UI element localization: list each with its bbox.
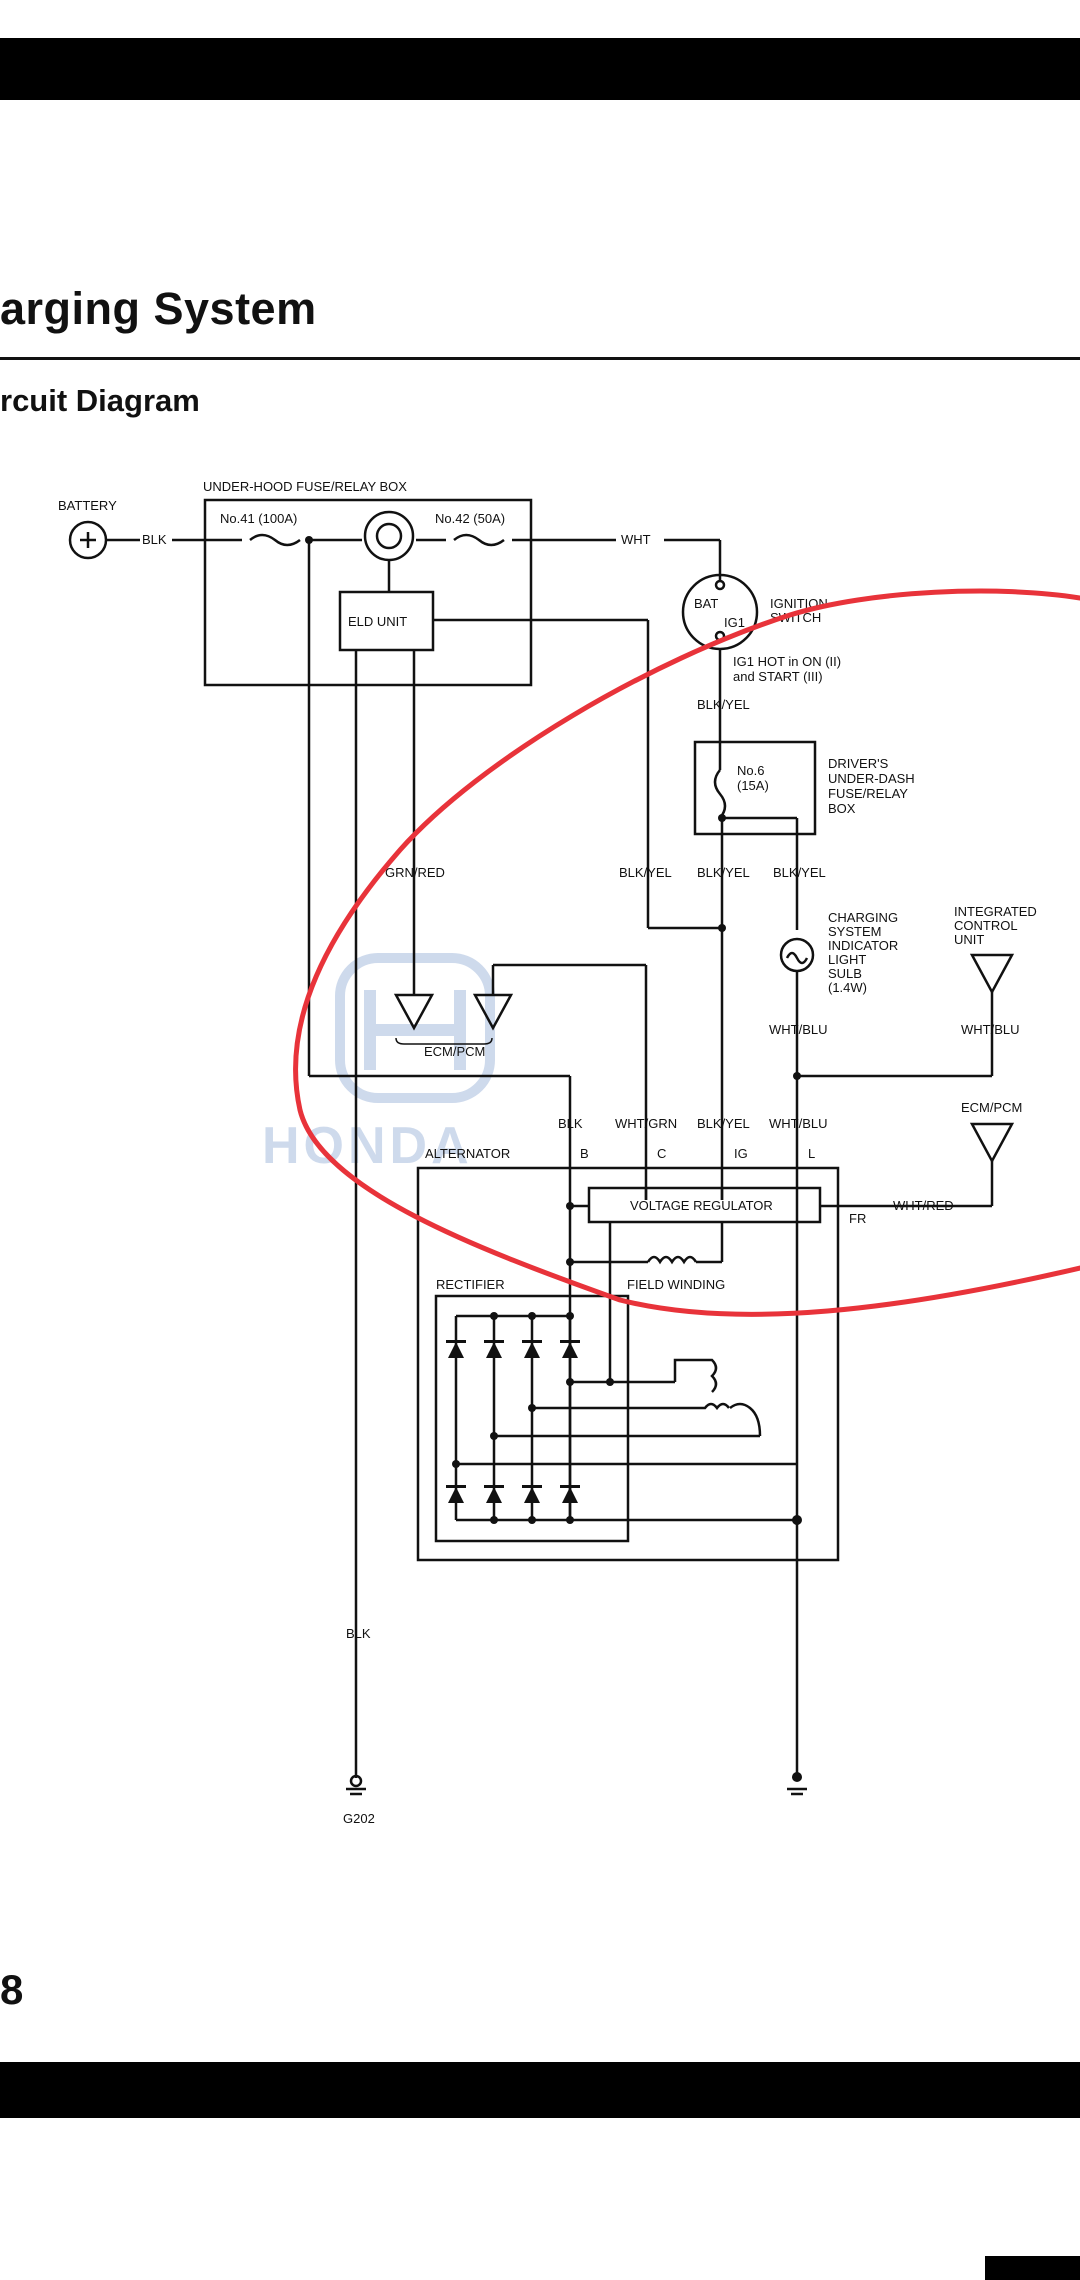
label-ig1: IG1 (724, 615, 745, 630)
junction-dots (305, 536, 802, 1782)
label-icu-3: UNIT (954, 932, 984, 947)
circuit-diagram: HONDA (58, 479, 1080, 1826)
subsection-title: rcuit Diagram (0, 383, 200, 418)
label-dash-3: FUSE/RELAY (828, 786, 908, 801)
section-title: arging System (0, 283, 317, 334)
fuse-41-icon (249, 533, 301, 547)
label-fuse6-b: (15A) (737, 778, 769, 793)
label-g202: G202 (343, 1811, 375, 1826)
label-alternator: ALTERNATOR (425, 1146, 510, 1161)
label-grnred: GRN/RED (385, 865, 445, 880)
label-eld-unit: ELD UNIT (348, 614, 407, 629)
label-bat: BAT (694, 596, 718, 611)
label-fuse6-a: No.6 (737, 763, 764, 778)
label-blkyel-switch: BLK/YEL (697, 697, 750, 712)
stator-coil-c-icon (729, 1402, 762, 1437)
page-number: 8 (0, 1966, 24, 2013)
label-ig1-hot-2: and START (III) (733, 669, 823, 684)
label-dash-1: DRIVER'S (828, 756, 889, 771)
eld-sensor-icon (363, 510, 415, 562)
label-rectifier: RECTIFIER (436, 1277, 505, 1292)
under-dash-fuse-box (693, 740, 817, 836)
label-icu-1: INTEGRATED (954, 904, 1037, 919)
label-bulb-4: LIGHT (828, 952, 866, 967)
label-bulb-1: CHARGING (828, 910, 898, 925)
label-dash-2: UNDER-DASH (828, 771, 915, 786)
under-hood-fuse-box (203, 498, 533, 687)
label-icu-2: CONTROL (954, 918, 1018, 933)
label-blk-ground: BLK (346, 1626, 371, 1641)
label-whtblu-l: WHT/BLU (769, 1116, 828, 1131)
label-dash-4: BOX (828, 801, 856, 816)
bottom-navigation-bar (0, 2062, 1080, 2118)
ignition-switch-icon (681, 573, 759, 651)
label-whtblu-a: WHT/BLU (769, 1022, 828, 1037)
stator-coil-b-icon (680, 1402, 730, 1411)
fuse-6-icon (713, 769, 727, 819)
label-bulb-6: (1.4W) (828, 980, 867, 995)
label-term-ig: IG (734, 1146, 748, 1161)
rectifier (434, 1294, 630, 1543)
ecm-pcm-input-a-icon (393, 993, 435, 1031)
label-bulb-3: INDICATOR (828, 938, 898, 953)
label-field-winding: FIELD WINDING (627, 1277, 725, 1292)
label-bulb-5: SULB (828, 966, 862, 981)
top-status-bar (0, 38, 1080, 100)
label-term-c: C (657, 1146, 666, 1161)
watermark-text: HONDA (262, 1117, 473, 1175)
label-fuse-box: UNDER-HOOD FUSE/RELAY BOX (203, 479, 407, 494)
label-blk-battery: BLK (142, 532, 167, 547)
label-blkyel-ig: BLK/YEL (697, 1116, 750, 1131)
label-ecm-pcm-b: ECM/PCM (961, 1100, 1022, 1115)
fuse-42-icon (453, 533, 505, 547)
label-fr: FR (849, 1211, 866, 1226)
indicator-bulb-icon (779, 937, 815, 973)
label-term-b: B (580, 1146, 589, 1161)
label-whtblu-b: WHT/BLU (961, 1022, 1020, 1037)
label-ecm-pcm-a: ECM/PCM (424, 1044, 485, 1059)
label-battery: BATTERY (58, 498, 117, 513)
label-blk-alt: BLK (558, 1116, 583, 1131)
label-wht: WHT (621, 532, 651, 547)
red-annotation-loop (293, 588, 1080, 1317)
label-fuse42: No.42 (50A) (435, 511, 505, 526)
label-term-l: L (808, 1146, 815, 1161)
label-voltage-regulator: VOLTAGE REGULATOR (630, 1198, 773, 1213)
field-winding-icon (646, 1255, 698, 1265)
integrated-control-unit-icon (969, 953, 1015, 995)
corner-mark (985, 2256, 1080, 2280)
title-rule (0, 357, 1080, 360)
label-blkyel-c: BLK/YEL (773, 865, 826, 880)
label-whtred: WHT/RED (893, 1198, 954, 1213)
ecm-pcm-output-icon (969, 1122, 1015, 1164)
label-blkyel-a: BLK/YEL (619, 865, 672, 880)
label-ignition-2: SWITCH (770, 610, 821, 625)
alternator-housing (416, 1166, 840, 1562)
label-bulb-2: SYSTEM (828, 924, 881, 939)
label-blkyel-b: BLK/YEL (697, 865, 750, 880)
label-whtgrn: WHT/GRN (615, 1116, 677, 1131)
stator-coil-a-icon (673, 1358, 718, 1393)
label-fuse41: No.41 (100A) (220, 511, 297, 526)
label-ig1-hot-1: IG1 HOT in ON (II) (733, 654, 841, 669)
